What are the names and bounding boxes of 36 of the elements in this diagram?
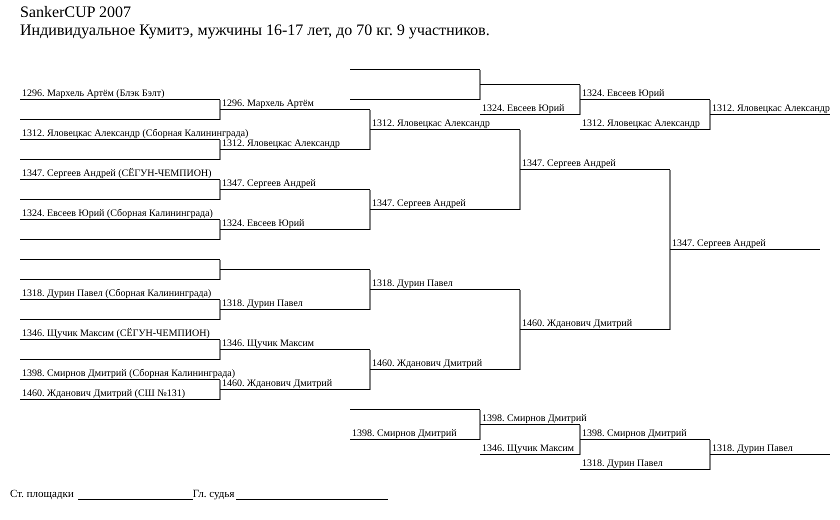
competitor-name: 1296. Мархель Артём (Блэк Бэлт) [22, 89, 164, 99]
signature-label: Гл. судья [192, 488, 234, 500]
competitor-name: 1324. Евсеев Юрий [582, 89, 664, 99]
competitor-name: 1347. Сергеев Андрей [522, 159, 616, 169]
competitor-name: 1312. Яловецкас Александр [222, 139, 340, 149]
competitor-name: 1324. Евсеев Юрий (Сборная Калининграда) [22, 209, 213, 219]
competitor-name: 1312. Яловецкас Александр [712, 104, 830, 114]
competitor-name: 1296. Мархель Артём [222, 99, 314, 109]
subtitle: Индивидуальное Кумитэ, мужчины 16-17 лет, до 70 кг. 9 участников. [20, 22, 490, 40]
competitor-name: 1312. Яловецкас Александр [582, 119, 700, 129]
competitor-name: 1460. Жданович Дмитрий [372, 359, 482, 369]
competitor-name: 1460. Жданович Дмитрий (СШ №131) [22, 389, 186, 399]
competitor-name: 1318. Дурин Павел [582, 459, 663, 469]
competitor-name: 1318. Дурин Павел [222, 299, 303, 309]
competitor-name: 1318. Дурин Павел [372, 279, 453, 289]
competitor-name: 1346. Щучик Максим [482, 444, 574, 454]
competitor-name: 1398. Смирнов Дмитрий [482, 414, 587, 424]
competitor-name: 1346. Щучик Максим [222, 339, 314, 349]
competitor-name: 1318. Дурин Павел [712, 444, 793, 454]
competitor-name: 1324. Евсеев Юрий [222, 219, 304, 229]
competitor-name: 1460. Жданович Дмитрий [222, 379, 332, 389]
competitor-name: 1347. Сергеев Андрей [672, 239, 766, 249]
signature-label: Ст. площадки [10, 488, 74, 500]
competitor-name: 1312. Яловецкас Александр (Сборная Калининграда) [22, 129, 248, 139]
competitor-name: 1312. Яловецкас Александр [372, 119, 490, 129]
competitor-name: 1318. Дурин Павел (Сборная Калининграда) [22, 289, 212, 299]
competitor-name: 1347. Сергеев Андрей [372, 199, 466, 209]
competitor-name: 1398. Смирнов Дмитрий (Сборная Калининграда) [22, 369, 236, 379]
competitor-name: 1398. Смирнов Дмитрий [352, 429, 457, 439]
competitor-name: 1324. Евсеев Юрий [482, 104, 564, 114]
competitor-name: 1346. Щучик Максим (СЁГУН-ЧЕМПИОН) [22, 329, 210, 339]
competitor-name: 1347. Сергеев Андрей [222, 179, 316, 189]
competitor-name: 1398. Смирнов Дмитрий [582, 429, 687, 439]
competitor-name: 1347. Сергеев Андрей (СЁГУН-ЧЕМПИОН) [22, 169, 212, 179]
title: SankerCUP 2007 [20, 4, 131, 22]
competitor-name: 1460. Жданович Дмитрий [522, 319, 632, 329]
